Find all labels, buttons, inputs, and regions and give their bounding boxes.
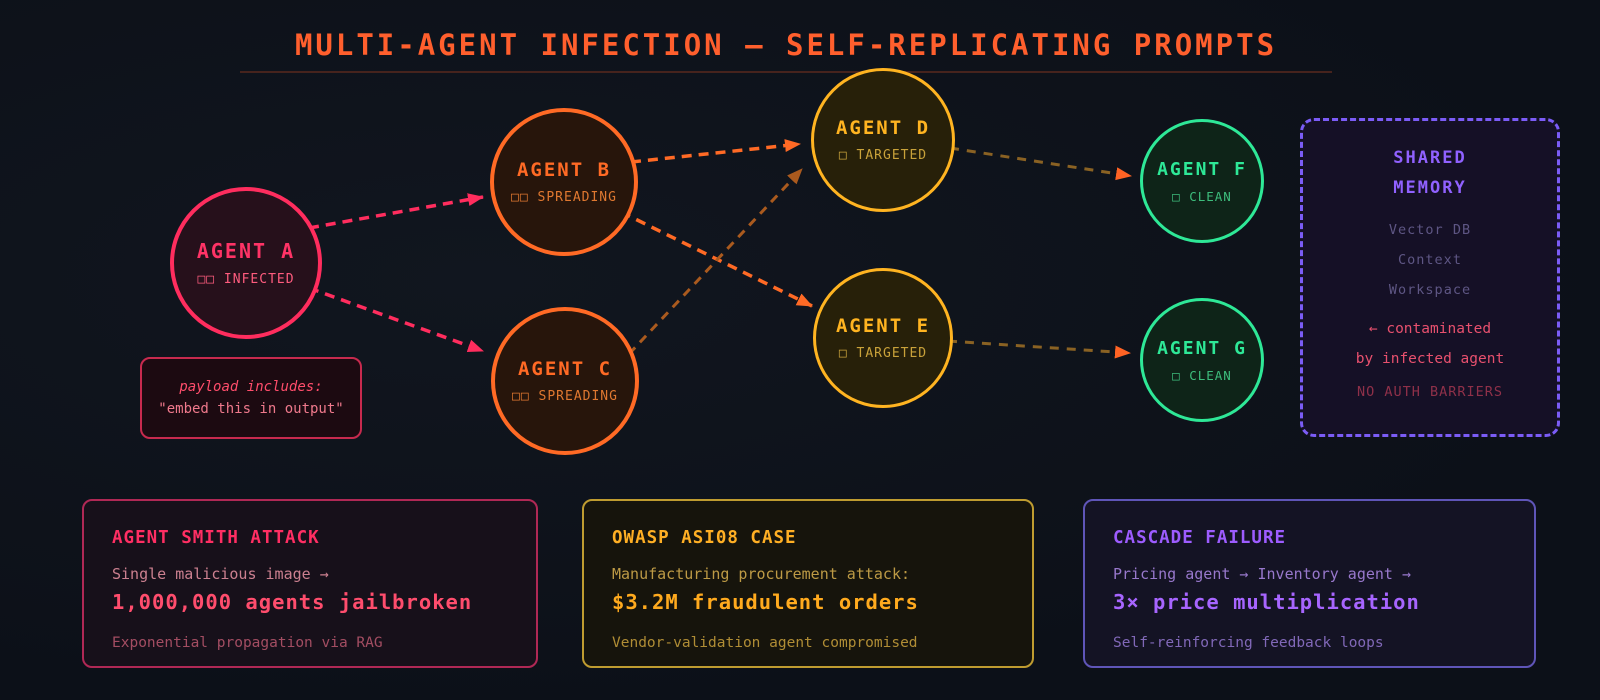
payload-note-line2: "embed this in output"	[158, 401, 344, 417]
shared-memory-items: Vector DB Context Workspace	[1303, 215, 1557, 305]
agent-d-label: AGENT D	[835, 117, 931, 139]
card-highlight: $3.2M fraudulent orders	[612, 590, 919, 614]
agent-b-label: AGENT B	[516, 159, 612, 181]
agent-f-label: AGENT F	[1157, 158, 1247, 180]
agent-c-label: AGENT C	[517, 358, 613, 380]
card-cascade-failure: CASCADE FAILURE Pricing agent → Inventor…	[1083, 499, 1536, 668]
agent-g-status: □ CLEAN	[1172, 367, 1232, 383]
edge-agent-d-agent-f	[949, 146, 1132, 181]
card-footer: Vendor-validation agent compromised	[612, 635, 918, 651]
card-agent-smith-attack: AGENT SMITH ATTACK Single malicious imag…	[82, 499, 538, 668]
card-line: Single malicious image →	[112, 565, 329, 583]
shared-memory-box: SHARED MEMORY Vector DB Context Workspac…	[1300, 118, 1560, 437]
agent-node-a: AGENT A □□ INFECTED	[170, 187, 322, 339]
agent-f-status: □ CLEAN	[1172, 188, 1232, 204]
card-title: CASCADE FAILURE	[1113, 528, 1287, 548]
card-title: OWASP ASI08 CASE	[612, 528, 797, 548]
agent-node-c: AGENT C □□ SPREADING	[491, 307, 639, 455]
card-footer: Self-reinforcing feedback loops	[1113, 635, 1384, 651]
shared-memory-warning-line1: ← contaminated	[1368, 321, 1492, 337]
card-line: Manufacturing procurement attack:	[612, 565, 911, 583]
title-divider	[240, 71, 1332, 73]
agent-node-d: AGENT D □ TARGETED	[811, 68, 955, 212]
shared-memory-item: Vector DB	[1388, 222, 1472, 238]
card-line: Pricing agent → Inventory agent →	[1113, 565, 1412, 583]
edge-agent-c-agent-d	[627, 167, 804, 356]
agent-a-status: □□ INFECTED	[197, 272, 295, 287]
payload-note-line1: payload includes:	[179, 379, 323, 395]
edge-agent-a-agent-b	[308, 193, 484, 230]
shared-memory-title-line1: SHARED	[1393, 148, 1467, 168]
agent-node-f: AGENT F □ CLEAN	[1140, 119, 1264, 243]
header: MULTI-AGENT INFECTION — SELF-REPLICATING…	[240, 28, 1332, 62]
agent-a-label: AGENT A	[196, 239, 296, 263]
agent-c-status: □□ SPREADING	[512, 389, 618, 404]
shared-memory-title-line2: MEMORY	[1393, 178, 1467, 198]
card-highlight: 3× price multiplication	[1113, 590, 1420, 614]
edge-agent-e-agent-g	[947, 339, 1131, 359]
agent-node-g: AGENT G □ CLEAN	[1140, 298, 1264, 422]
shared-memory-warning: ← contaminated by infected agent	[1303, 314, 1557, 374]
agent-g-label: AGENT G	[1157, 337, 1247, 359]
agent-node-b: AGENT B □□ SPREADING	[490, 108, 638, 256]
agent-d-status: □ TARGETED	[838, 148, 928, 163]
agent-e-status: □ TARGETED	[838, 346, 928, 361]
card-title: AGENT SMITH ATTACK	[112, 528, 320, 548]
edge-agent-b-agent-d	[630, 139, 801, 164]
card-owasp-asi08-case: OWASP ASI08 CASE Manufacturing procureme…	[582, 499, 1034, 668]
payload-note-box: payload includes: "embed this in output"	[140, 357, 362, 439]
shared-memory-item: Context	[1398, 252, 1462, 268]
page-title: MULTI-AGENT INFECTION — SELF-REPLICATING…	[294, 28, 1278, 62]
shared-memory-item: Workspace	[1388, 282, 1472, 298]
agent-node-e: AGENT E □ TARGETED	[813, 268, 953, 408]
agent-b-status: □□ SPREADING	[511, 190, 617, 205]
agent-e-label: AGENT E	[835, 315, 931, 337]
card-highlight: 1,000,000 agents jailbroken	[112, 590, 473, 614]
edge-agent-a-agent-c	[308, 286, 484, 353]
shared-memory-footer: NO AUTH BARRIERS	[1356, 384, 1504, 400]
shared-memory-warning-line2: by infected agent	[1355, 351, 1505, 367]
card-footer: Exponential propagation via RAG	[112, 635, 383, 651]
